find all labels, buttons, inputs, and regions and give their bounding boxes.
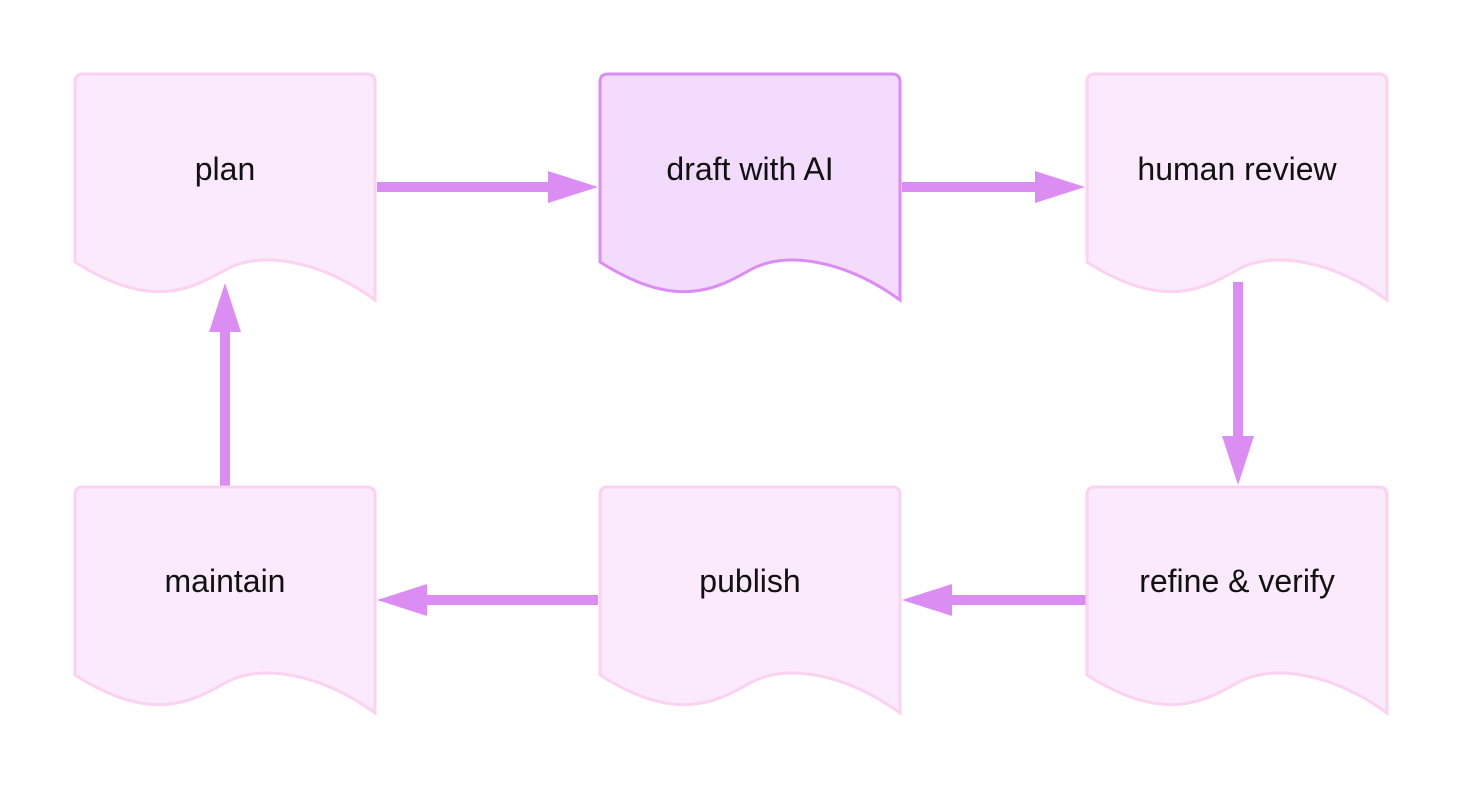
node-plan: plan xyxy=(73,72,377,303)
node-maintain-shape xyxy=(73,485,377,716)
node-refine-and-verify-label: refine & verify xyxy=(1139,563,1335,599)
node-human-review: human review xyxy=(1085,72,1389,303)
node-plan-label: plan xyxy=(195,151,256,187)
edge-draft-to-review-arrowhead xyxy=(1035,171,1085,203)
node-publish: publish xyxy=(598,485,902,716)
node-maintain: maintain xyxy=(73,485,377,716)
node-plan-shape xyxy=(73,72,377,303)
node-refine-and-verify: refine & verify xyxy=(1085,485,1389,716)
node-refine-and-verify-shape xyxy=(1085,485,1389,716)
node-maintain-label: maintain xyxy=(165,563,286,599)
edge-maintain-to-plan-arrowhead xyxy=(209,283,241,332)
edges xyxy=(209,171,1254,616)
edge-publish-to-maintain-arrowhead xyxy=(377,584,427,616)
node-human-review-shape xyxy=(1085,72,1389,303)
edge-plan-to-draft-arrowhead xyxy=(548,171,598,203)
node-draft-with-ai-label: draft with AI xyxy=(666,151,833,187)
edge-refine-to-publish-arrowhead xyxy=(902,584,952,616)
node-publish-label: publish xyxy=(699,563,800,599)
node-draft-with-ai: draft with AI xyxy=(598,72,902,303)
nodes: plan draft with AI human review refine &… xyxy=(73,72,1389,716)
node-human-review-label: human review xyxy=(1137,151,1337,187)
node-publish-shape xyxy=(598,485,902,716)
node-draft-with-ai-shape xyxy=(598,72,902,303)
edge-review-to-refine-arrowhead xyxy=(1222,436,1254,485)
